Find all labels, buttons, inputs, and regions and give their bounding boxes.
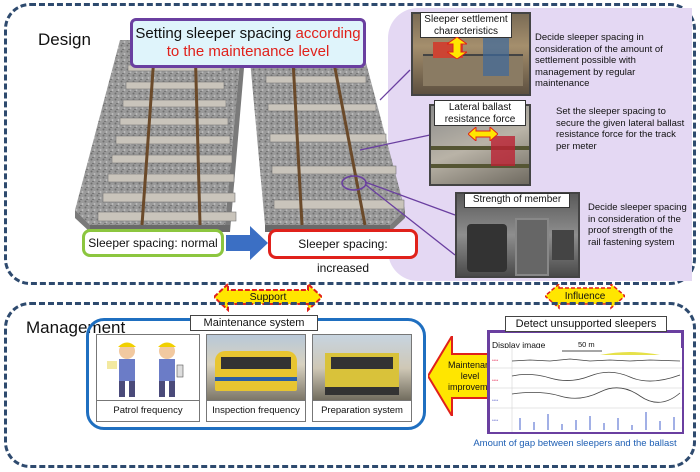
- detect-caption: Amount of gap between sleepers and the b…: [473, 438, 677, 449]
- design-title-part1: Setting sleeper spacing: [135, 25, 296, 42]
- maintenance-system-title-text: Maintenance system: [203, 317, 305, 329]
- preparation-caption: Preparation system: [313, 400, 411, 421]
- detect-title: Detect unsupported sleepers: [505, 316, 667, 332]
- gap-spikes: [519, 412, 675, 430]
- right-ballast-bed: [250, 40, 405, 225]
- strength-label-text: Strength of member: [472, 194, 562, 205]
- up-down-arrow-icon: [447, 37, 467, 59]
- display-image-label: Display image: [492, 340, 546, 350]
- patrol-card: Patrol frequency: [96, 334, 200, 422]
- right-rails: [290, 41, 367, 226]
- lateral-label-text: Lateral ballast resistance force: [444, 102, 516, 125]
- strength-label: Strength of member: [464, 193, 570, 208]
- support-label: Support: [249, 291, 287, 303]
- spacing-normal-label: Sleeper spacing: normal: [88, 236, 218, 250]
- svg-text:****: ****: [492, 418, 499, 423]
- strength-desc: Decide sleeper spacing in consideration …: [588, 202, 687, 248]
- inspection-card: Inspection frequency: [206, 334, 306, 422]
- settlement-label-text: Sleeper settlement characteristics: [424, 14, 508, 37]
- preparation-card: Preparation system: [312, 334, 412, 422]
- left-arrow-icon: [428, 336, 490, 416]
- detect-waveform: **** **** **** ****: [490, 348, 682, 432]
- right-arrow-icon: [226, 226, 268, 260]
- patrol-caption: Patrol frequency: [97, 400, 199, 421]
- spacing-increased-box: Sleeper spacing: increased: [268, 229, 418, 275]
- preparation-vehicle-photo: [313, 335, 411, 401]
- design-section: [4, 3, 696, 285]
- improvement-label: Maintenance level improvement: [448, 360, 501, 392]
- scale-label: 50 m: [578, 340, 595, 349]
- left-rails: [140, 41, 202, 226]
- detect-title-text: Detect unsupported sleepers: [515, 318, 657, 330]
- inspection-caption: Inspection frequency: [207, 400, 305, 421]
- design-title-red2: to the maintenance level: [166, 43, 330, 60]
- design-title: Setting sleeper spacing according to the…: [130, 18, 366, 68]
- lateral-label: Lateral ballast resistance force: [434, 100, 526, 126]
- track-illustration: [75, 40, 405, 232]
- lateral-desc: Set the sleeper spacing to secure the gi…: [556, 106, 685, 152]
- settlement-desc: Decide sleeper spacing in consideration …: [535, 32, 663, 89]
- svg-text:****: ****: [492, 358, 499, 363]
- svg-text:****: ****: [492, 378, 499, 383]
- left-right-arrow-icon: [468, 127, 498, 141]
- settlement-label: Sleeper settlement characteristics: [420, 12, 512, 38]
- design-title-red1: according: [295, 25, 361, 42]
- inspection-train-photo: [207, 335, 305, 401]
- design-section-label: Design: [38, 30, 91, 49]
- svg-text:****: ****: [492, 398, 499, 403]
- spacing-normal-box: Sleeper spacing: normal: [82, 229, 224, 257]
- spacing-increased-label: Sleeper spacing: increased: [298, 237, 388, 275]
- maintenance-system-title: Maintenance system: [190, 315, 318, 331]
- influence-label: Influence: [564, 291, 606, 302]
- management-section: [4, 302, 696, 468]
- workers-illustration: [107, 342, 184, 397]
